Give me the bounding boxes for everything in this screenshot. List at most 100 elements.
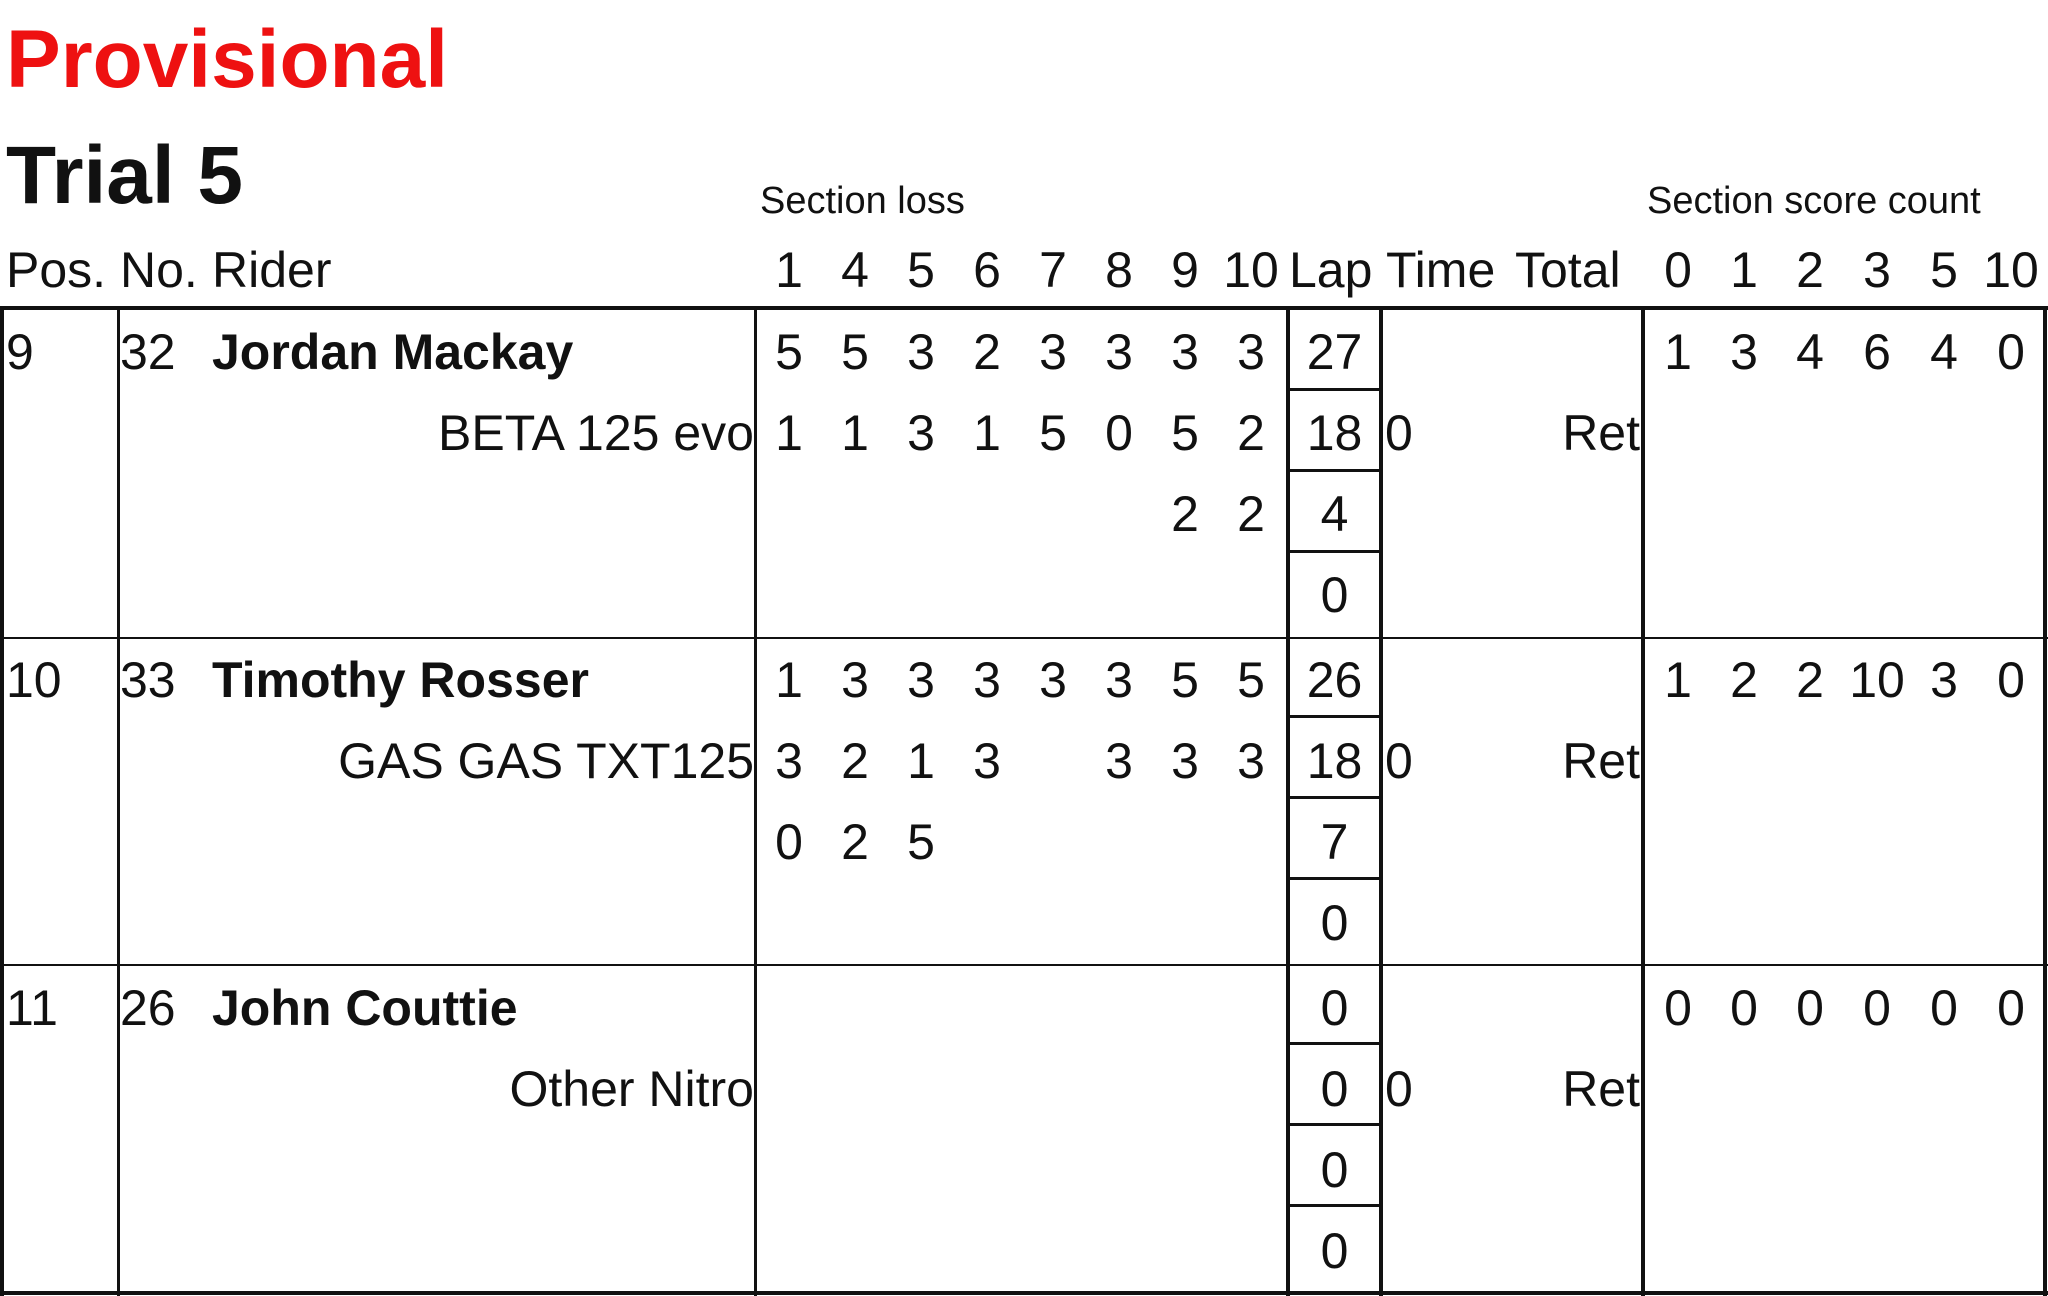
section-score: 3	[1105, 324, 1133, 380]
score-count-header-1: 1	[1730, 242, 1758, 298]
lap-header: Lap	[1289, 242, 1373, 298]
section-score: 5	[1237, 652, 1265, 708]
section-header-8: 8	[1105, 242, 1133, 298]
lap-divider	[1288, 1123, 1381, 1126]
rider-bike: Other Nitro	[509, 1061, 754, 1117]
section-score: 5	[775, 324, 803, 380]
provisional-label: Provisional	[6, 14, 449, 105]
section-score: 3	[973, 733, 1001, 789]
score-count: 0	[1664, 980, 1692, 1036]
rider-position: 10	[6, 652, 62, 708]
rider-number: 32	[120, 324, 176, 380]
section-score: 0	[775, 814, 803, 870]
section-score: 1	[841, 405, 869, 461]
lap-divider	[1288, 550, 1381, 553]
section-score: 3	[1039, 324, 1067, 380]
score-count: 0	[1997, 980, 2025, 1036]
table-bottom-rule	[0, 1291, 2048, 1295]
rider-number: 26	[120, 980, 176, 1036]
score-count: 0	[1930, 980, 1958, 1036]
lap-divider	[1288, 796, 1381, 799]
lap-score: 0	[1320, 567, 1349, 623]
section-score: 5	[1171, 405, 1199, 461]
score-count-header-10: 10	[1983, 242, 2039, 298]
lap-divider	[1288, 1042, 1381, 1045]
lap-score: 7	[1320, 814, 1349, 870]
pos-header: Pos.	[6, 242, 107, 298]
section-score: 2	[1171, 486, 1199, 542]
section-score: 5	[907, 814, 935, 870]
section-score: 0	[1105, 405, 1133, 461]
score-count: 0	[1863, 980, 1891, 1036]
lap-divider	[1288, 877, 1381, 880]
lap-score: 0	[1320, 980, 1349, 1036]
score-count: 1	[1664, 652, 1692, 708]
lap-score: 18	[1306, 405, 1363, 461]
section-score: 3	[1039, 652, 1067, 708]
section-score: 2	[973, 324, 1001, 380]
score-count-header-3: 3	[1863, 242, 1891, 298]
score-count: 10	[1849, 652, 1905, 708]
lap-score: 26	[1306, 652, 1363, 708]
section-score: 3	[1171, 324, 1199, 380]
rider-time: 0	[1385, 405, 1413, 461]
section-score: 2	[1237, 405, 1265, 461]
section-score: 3	[841, 652, 869, 708]
column-border	[1379, 306, 1383, 1296]
section-score: 1	[775, 652, 803, 708]
section-score: 3	[1105, 652, 1133, 708]
rider-name: Jordan Mackay	[212, 324, 574, 380]
section-score: 3	[973, 652, 1001, 708]
page-title: Trial 5	[6, 130, 244, 221]
column-border	[1286, 306, 1290, 1296]
total-header: Total	[1515, 242, 1621, 298]
column-border	[117, 306, 120, 1296]
rider-bike: GAS GAS TXT125	[338, 733, 754, 789]
lap-divider	[1288, 469, 1381, 472]
score-count-header-0: 0	[1664, 242, 1692, 298]
score-count: 0	[1730, 980, 1758, 1036]
lap-divider	[1288, 388, 1381, 391]
section-score: 1	[973, 405, 1001, 461]
row-divider	[0, 964, 2048, 966]
section-score: 2	[841, 733, 869, 789]
section-header-10: 10	[1223, 242, 1279, 298]
column-border	[754, 306, 757, 1296]
column-border	[0, 306, 4, 1296]
rider-total: Ret	[1562, 405, 1640, 461]
section-header-5: 5	[907, 242, 935, 298]
section-score: 3	[1105, 733, 1133, 789]
section-header-9: 9	[1171, 242, 1199, 298]
time-header: Time	[1386, 242, 1496, 298]
rider-total: Ret	[1562, 1061, 1640, 1117]
lap-score: 0	[1320, 895, 1349, 951]
rider-number: 33	[120, 652, 176, 708]
section-header-4: 4	[841, 242, 869, 298]
column-border	[1641, 306, 1645, 1296]
section-score: 5	[1171, 652, 1199, 708]
rider-time: 0	[1385, 733, 1413, 789]
section-score: 3	[1237, 324, 1265, 380]
rider-position: 11	[6, 980, 58, 1036]
lap-score: 27	[1306, 324, 1363, 380]
section-score: 3	[907, 405, 935, 461]
section-header-1: 1	[775, 242, 803, 298]
section-score: 1	[775, 405, 803, 461]
section-score: 3	[1171, 733, 1199, 789]
section-score: 5	[841, 324, 869, 380]
section-score-count-label: Section score count	[1647, 180, 1981, 222]
row-divider	[0, 637, 2048, 639]
rider-position: 9	[6, 324, 34, 380]
rider-total: Ret	[1562, 733, 1640, 789]
score-count: 0	[1997, 652, 2025, 708]
score-count: 2	[1730, 652, 1758, 708]
rider-bike: BETA 125 evo	[438, 405, 754, 461]
section-loss-label: Section loss	[760, 180, 965, 222]
section-score: 3	[775, 733, 803, 789]
section-score: 2	[841, 814, 869, 870]
lap-score: 0	[1320, 1142, 1349, 1198]
section-header-7: 7	[1039, 242, 1067, 298]
lap-score: 0	[1320, 1061, 1349, 1117]
score-count: 2	[1796, 652, 1824, 708]
section-header-6: 6	[973, 242, 1001, 298]
